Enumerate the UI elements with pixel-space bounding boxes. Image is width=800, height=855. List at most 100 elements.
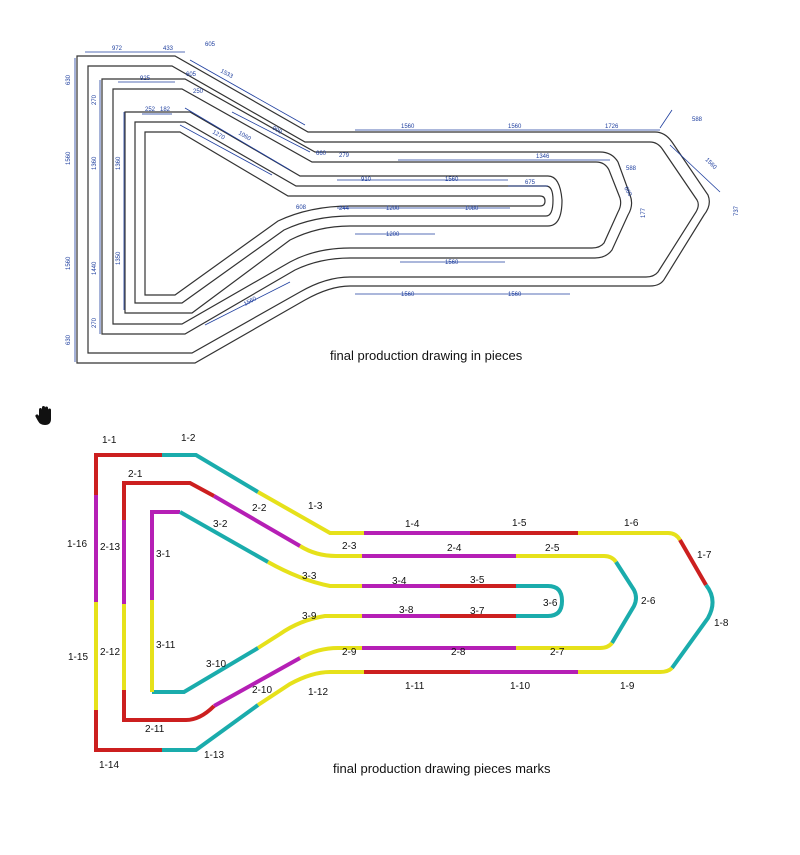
- dim-label: 1560: [508, 292, 522, 298]
- piece-1-14: [94, 710, 162, 752]
- dim-label: 1560: [243, 296, 258, 308]
- piece-3-1: [150, 510, 180, 600]
- mark-1-2: 1-2: [181, 433, 196, 444]
- mark-2-10: 2-10: [252, 685, 272, 696]
- dim-label: 244: [339, 206, 350, 212]
- caption-marks: final production drawing pieces marks: [333, 761, 551, 776]
- piece-2-6: [610, 560, 638, 645]
- piece-3-2: [179, 510, 269, 564]
- mark-3-1: 3-1: [156, 549, 171, 560]
- piece-2-11: [122, 690, 216, 722]
- dim-label: 675: [525, 180, 536, 186]
- dim-label: 1560: [66, 256, 72, 270]
- piece-mark-labels: 1-1 1-2 1-3 1-4 1-5 1-6 1-7 1-8 1-9 1-10…: [67, 433, 729, 771]
- piece-2-2: [212, 494, 302, 548]
- middle-track-inner-line: [112, 88, 622, 325]
- dim-label: 1726: [605, 124, 619, 130]
- piece-1-6: [578, 531, 682, 542]
- dim-label: 660: [622, 186, 633, 198]
- dim-label: 250: [193, 89, 204, 95]
- colored-pieces: [94, 453, 715, 752]
- piece-1-12: [256, 670, 364, 707]
- dim-label: 1560: [508, 124, 522, 130]
- dim-label: 605: [205, 42, 216, 48]
- piece-1-1: [94, 453, 162, 495]
- piece-3-10: [152, 646, 260, 694]
- mark-2-6: 2-6: [641, 596, 656, 607]
- piece-1-9: [578, 666, 674, 674]
- hand-grab-icon: [35, 406, 51, 425]
- mark-2-1: 2-1: [128, 469, 143, 480]
- dim-label: 1200: [386, 232, 400, 238]
- mark-3-2: 3-2: [213, 519, 228, 530]
- mark-3-11: 3-11: [156, 640, 176, 651]
- piece-2-1: [122, 481, 215, 520]
- mark-2-5: 2-5: [545, 543, 560, 554]
- mark-1-12: 1-12: [308, 687, 328, 698]
- dim-label: 1440: [92, 261, 98, 275]
- mark-1-11: 1-11: [405, 681, 425, 692]
- dimension-labels: 972 433 605 925 605 1533 250 252 182 127…: [66, 42, 740, 345]
- mark-3-6: 3-6: [543, 598, 558, 609]
- mark-2-2: 2-2: [252, 503, 267, 514]
- mark-3-7: 3-7: [470, 606, 485, 617]
- mark-2-8: 2-8: [451, 647, 466, 658]
- dim-label: 925: [140, 76, 151, 82]
- production-drawing-pieces: 972 433 605 925 605 1533 250 252 182 127…: [66, 42, 740, 364]
- piece-2-7: [516, 641, 614, 650]
- mark-1-4: 1-4: [405, 519, 420, 530]
- dim-label: 588: [626, 166, 637, 172]
- outer-track-outer-line: [76, 55, 710, 364]
- mark-3-5: 3-5: [470, 575, 485, 586]
- track-outlines: [76, 55, 710, 364]
- dim-label: 1560: [704, 157, 718, 171]
- mark-2-4: 2-4: [447, 543, 462, 554]
- piece-1-3: [257, 490, 364, 535]
- mark-1-6: 1-6: [624, 518, 639, 529]
- dim-label: 252: [145, 107, 156, 113]
- mark-1-9: 1-9: [620, 681, 635, 692]
- dim-label: 1560: [445, 260, 459, 266]
- mark-1-16: 1-16: [67, 539, 87, 550]
- mark-1-3: 1-3: [308, 501, 323, 512]
- piece-2-10: [213, 656, 301, 708]
- mark-1-1: 1-1: [102, 435, 117, 446]
- dim-label: 433: [163, 46, 174, 52]
- piece-1-8: [670, 583, 715, 670]
- piece-3-9: [256, 614, 362, 650]
- mark-3-9: 3-9: [302, 611, 317, 622]
- dim-label: 279: [339, 153, 350, 159]
- dim-label: 1200: [386, 206, 400, 212]
- dim-label: 972: [112, 46, 123, 52]
- dim-label: 605: [186, 72, 197, 78]
- piece-2-5: [516, 554, 618, 564]
- mark-1-14: 1-14: [99, 760, 119, 771]
- caption-pieces: final production drawing in pieces: [330, 348, 523, 363]
- mark-2-13: 2-13: [100, 542, 120, 553]
- piece-1-13: [162, 703, 260, 752]
- mark-2-3: 2-3: [342, 541, 357, 552]
- dim-label: 1346: [536, 154, 550, 160]
- piece-1-7: [678, 538, 708, 587]
- mark-3-3: 3-3: [302, 571, 317, 582]
- dim-label: 1560: [66, 151, 72, 165]
- dim-label: 182: [160, 107, 171, 113]
- piece-2-3: [298, 544, 362, 558]
- dim-label: 660: [316, 151, 327, 157]
- innermost-line: [144, 131, 546, 296]
- middle-track-outer-line: [101, 78, 633, 335]
- dim-label: 1080: [465, 206, 479, 212]
- inner-track-inner-line: [134, 121, 554, 304]
- mark-1-5: 1-5: [512, 518, 527, 529]
- dim-label: 1360: [116, 156, 122, 170]
- mark-2-12: 2-12: [100, 647, 120, 658]
- dim-label: 1560: [401, 292, 415, 298]
- dim-label: 737: [734, 205, 740, 216]
- dim-label: 177: [641, 207, 647, 218]
- inner-track-outer-line: [124, 111, 563, 314]
- mark-2-7: 2-7: [550, 647, 565, 658]
- dim-label: 1360: [92, 156, 98, 170]
- dim-label: 910: [361, 177, 372, 183]
- mark-1-10: 1-10: [510, 681, 530, 692]
- dimension-lines: [74, 51, 721, 362]
